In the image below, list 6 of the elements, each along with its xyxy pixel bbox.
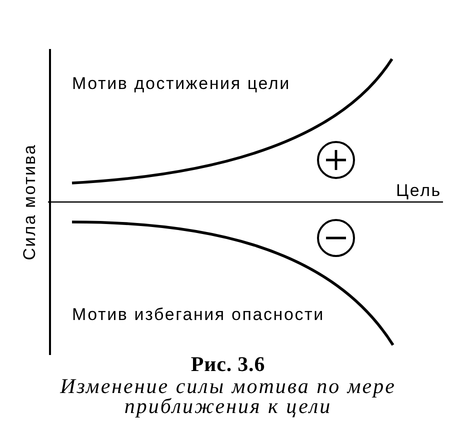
axis-label: Цель bbox=[396, 181, 442, 201]
axis-label: Сила мотива bbox=[20, 144, 40, 260]
curve-label: Мотив достижения цели bbox=[72, 74, 290, 94]
figure-caption: Изменение силы мотива по мере приближения к цели bbox=[59, 376, 397, 416]
figure-number: Рис. 3.6 bbox=[190, 353, 266, 375]
curve-label: Мотив избегания опасности bbox=[72, 305, 324, 325]
